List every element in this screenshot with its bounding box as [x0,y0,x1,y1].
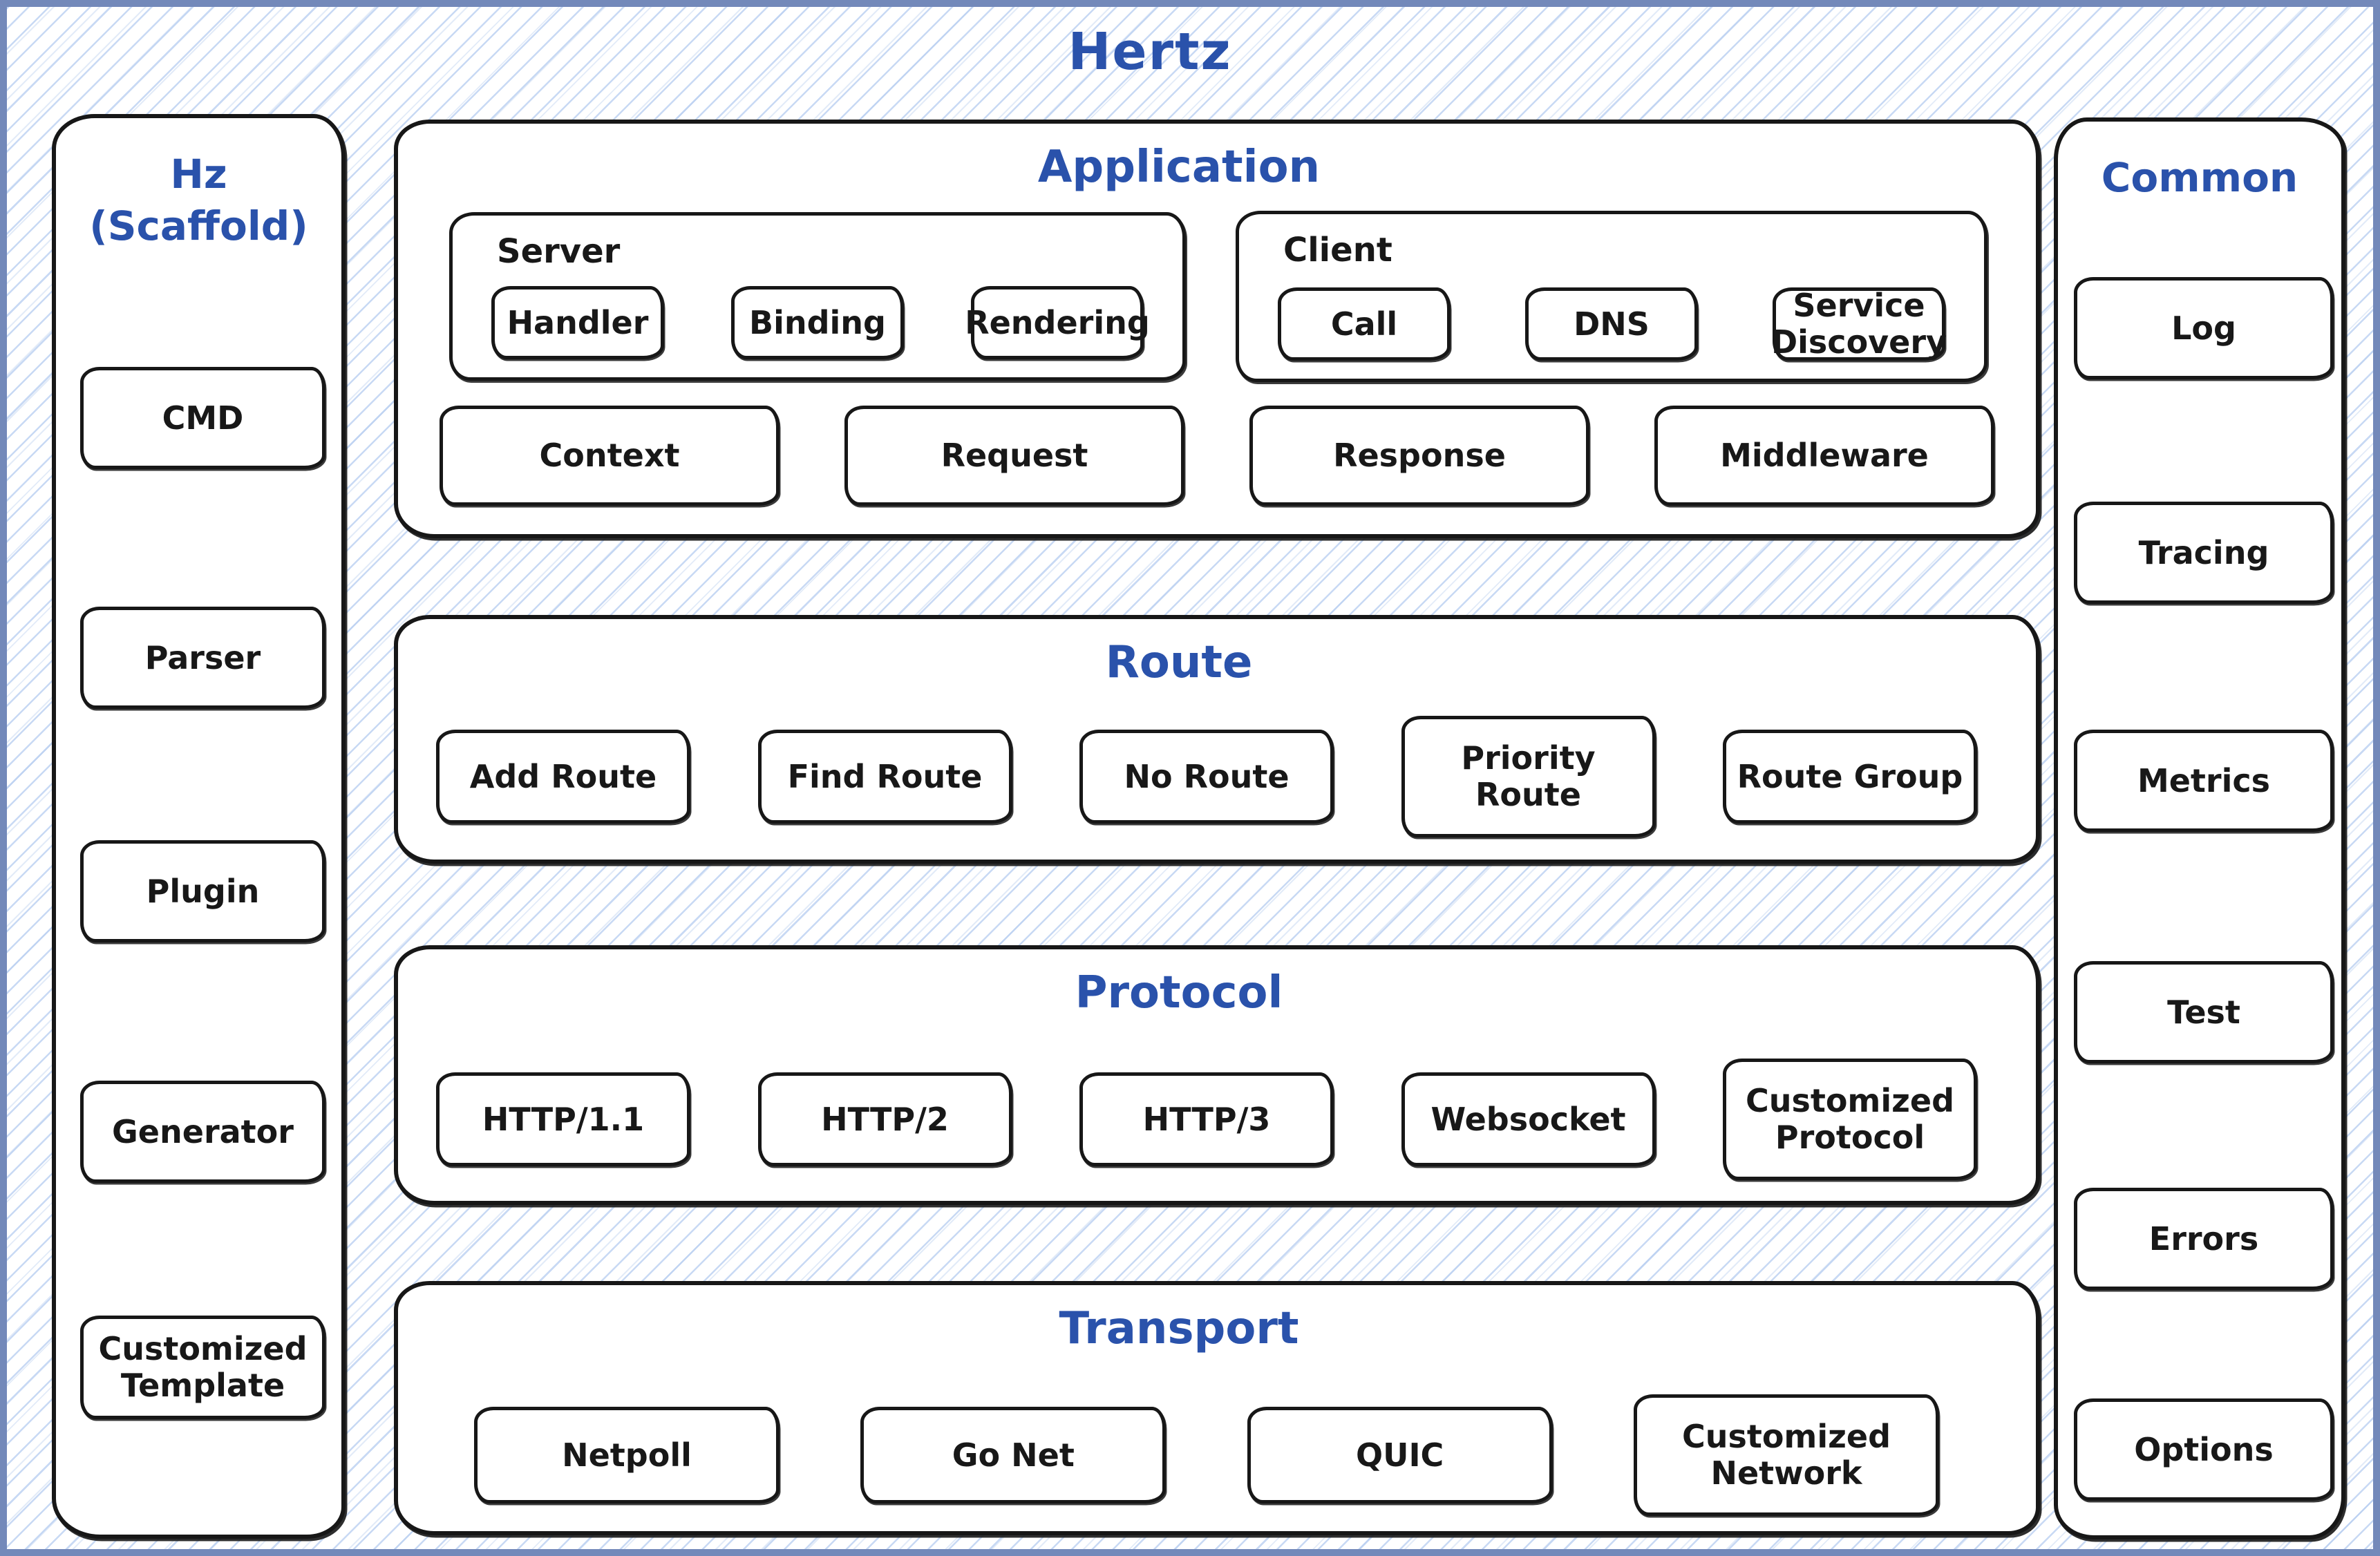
transport-items-row: Netpoll Go Net QUIC Customized Network [474,1394,1939,1516]
section-protocol-title: Protocol [1075,967,1283,1018]
node-test: Test [2074,961,2334,1063]
node-response-label: Response [1333,437,1506,475]
node-call-label: Call [1330,305,1398,343]
node-websocket: Websocket [1401,1072,1656,1166]
node-middleware-label: Middleware [1720,437,1929,475]
node-customized-protocol-label: Customized Protocol [1745,1082,1955,1156]
node-binding-label: Binding [749,303,886,341]
node-service-discovery: Service Discovery [1770,287,1947,361]
node-http3-label: HTTP/3 [1142,1100,1271,1138]
sidebar-common: Common Log Tracing Metrics Test Errors O… [2054,117,2345,1539]
node-http11: HTTP/1.1 [436,1072,690,1166]
node-http2-label: HTTP/2 [821,1100,949,1138]
group-server-label: Server [497,232,621,271]
node-log-label: Log [2171,309,2236,347]
node-dns: DNS [1525,287,1698,361]
node-customized-protocol: Customized Protocol [1723,1059,1977,1180]
node-options-label: Options [2134,1430,2274,1468]
section-transport-title: Transport [1059,1303,1299,1354]
node-handler: Handler [491,286,664,359]
sidebar-left-title: Hz (Scaffold) [89,151,308,250]
node-no-route: No Route [1079,730,1334,824]
section-application: Application Server Handler Binding Rende… [394,120,2040,538]
route-items-row: Add Route Find Route No Route Priority R… [436,716,1977,837]
node-websocket-label: Websocket [1430,1100,1626,1138]
node-request: Request [844,406,1184,506]
node-test-label: Test [2167,993,2240,1031]
sidebar-hz-scaffold: Hz (Scaffold) CMD Parser Plugin Generato… [52,114,346,1539]
node-customized-network: Customized Network [1633,1394,1939,1516]
section-transport: Transport Netpoll Go Net QUIC Customized… [394,1281,2040,1535]
node-response: Response [1249,406,1589,506]
node-errors-label: Errors [2148,1220,2259,1258]
node-priority-route: Priority Route [1401,716,1656,837]
node-metrics: Metrics [2074,730,2334,832]
node-no-route-label: No Route [1124,757,1290,795]
node-metrics-label: Metrics [2137,761,2271,799]
node-quic-label: QUIC [1355,1436,1444,1474]
node-netpoll: Netpoll [474,1407,780,1503]
group-client-label: Client [1283,231,1392,269]
node-cmd-label: CMD [162,399,244,437]
node-generator: Generator [80,1081,325,1183]
node-find-route-label: Find Route [787,757,983,795]
node-netpoll-label: Netpoll [562,1436,692,1474]
node-request-label: Request [941,437,1088,475]
node-generator-label: Generator [112,1112,294,1150]
node-find-route: Find Route [757,730,1012,824]
group-client: Client Call DNS Service Discovery [1236,211,1987,382]
application-row: Context Request Response Middleware [440,406,1994,506]
node-handler-label: Handler [507,303,649,341]
node-service-discovery-label: Service Discovery [1770,287,1947,361]
node-customized-template: Customized Template [80,1316,325,1419]
node-route-group-label: Route Group [1737,757,1963,795]
node-binding: Binding [731,286,904,359]
section-protocol: Protocol HTTP/1.1 HTTP/2 HTTP/3 Websocke… [394,945,2040,1205]
node-tracing-label: Tracing [2138,533,2269,571]
node-call: Call [1278,287,1451,361]
node-log: Log [2074,277,2334,379]
section-application-title: Application [1037,142,1321,193]
node-options: Options [2074,1398,2334,1501]
client-items-row: Call DNS Service Discovery [1278,287,1947,361]
node-http2: HTTP/2 [757,1072,1012,1166]
node-route-group: Route Group [1723,730,1977,824]
node-middleware: Middleware [1654,406,1994,506]
node-quic: QUIC [1247,1407,1553,1503]
server-items-row: Handler Binding Rendering [491,286,1150,359]
section-route: Route Add Route Find Route No Route Prio… [394,615,2040,864]
group-server: Server Handler Binding Rendering [449,212,1186,381]
node-parser-label: Parser [144,638,261,676]
node-priority-route-label: Priority Route [1461,739,1596,813]
protocol-items-row: HTTP/1.1 HTTP/2 HTTP/3 Websocket Customi… [436,1059,1977,1180]
page-title: Hertz [1068,22,1232,82]
node-http11-label: HTTP/1.1 [482,1100,645,1138]
sidebar-right-title: Common [2101,154,2298,201]
node-go-net: Go Net [860,1407,1167,1503]
node-rendering: Rendering [965,286,1150,359]
section-route-title: Route [1105,637,1253,688]
node-go-net-label: Go Net [952,1436,1075,1474]
node-dns-label: DNS [1574,305,1650,343]
node-context: Context [440,406,780,506]
node-plugin-label: Plugin [146,872,260,910]
node-cmd: CMD [80,367,325,469]
node-errors: Errors [2074,1188,2334,1290]
node-add-route: Add Route [436,730,690,824]
node-context-label: Context [539,437,680,475]
node-customized-network-label: Customized Network [1681,1418,1891,1492]
node-customized-template-label: Customized Template [98,1330,308,1404]
node-tracing: Tracing [2074,502,2334,604]
node-rendering-label: Rendering [965,303,1150,341]
node-http3: HTTP/3 [1079,1072,1334,1166]
node-add-route-label: Add Route [469,757,657,795]
node-parser: Parser [80,607,325,709]
node-plugin: Plugin [80,840,325,942]
